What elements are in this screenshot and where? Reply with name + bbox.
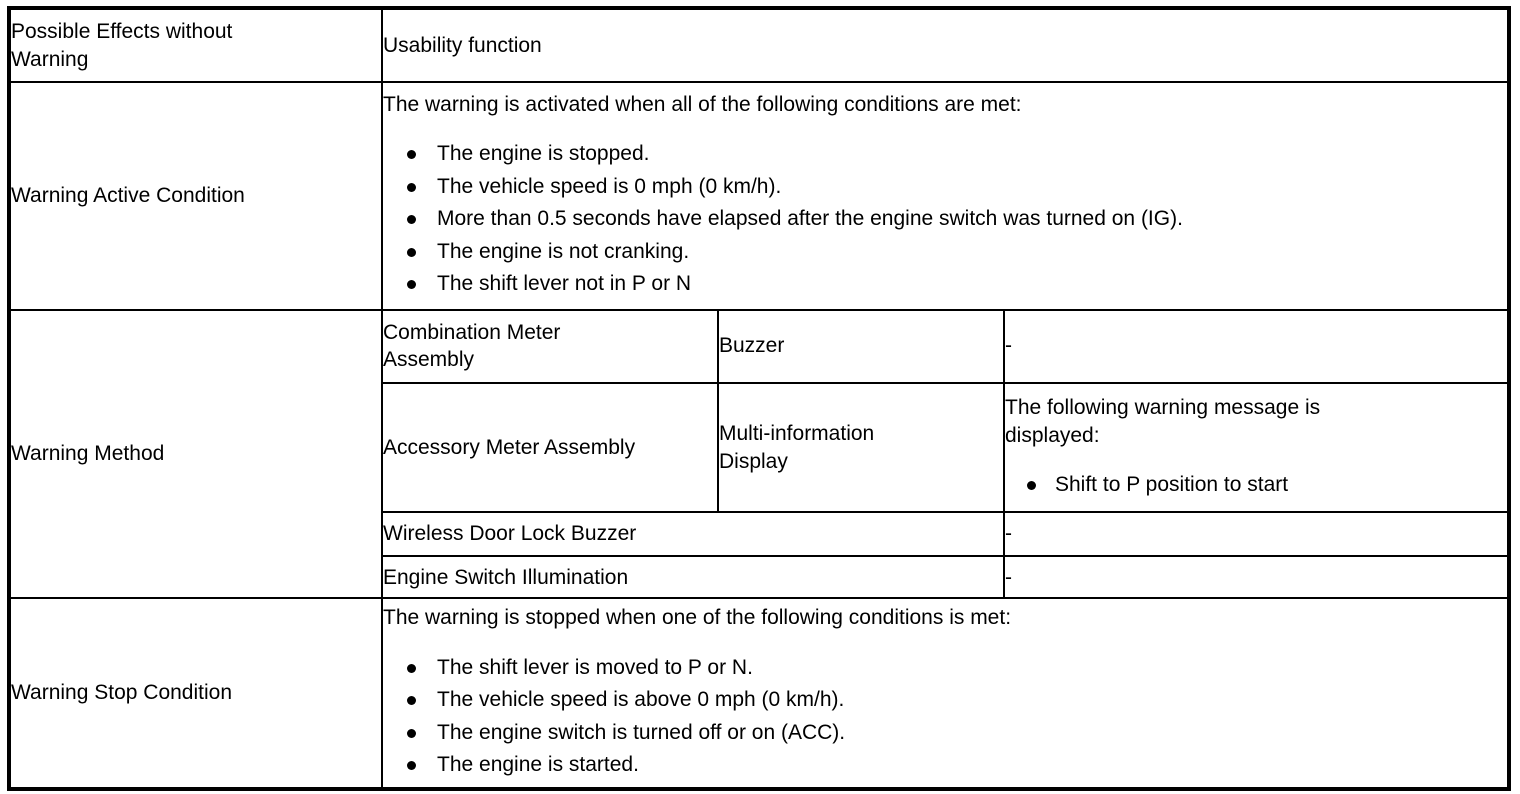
table-row-warning-method-accessory-meter: Accessory Meter Assembly Multi-informati… xyxy=(9,381,1511,514)
cell-possible-effects-value: Usability function xyxy=(380,6,1511,84)
warning-message-list: Shift to P position to start xyxy=(1005,469,1507,502)
table-row-warning-method-wireless-door-lock-buzzer: Wireless Door Lock Buzzer - xyxy=(9,511,1511,558)
list-item: The shift lever is moved to P or N. xyxy=(383,652,1507,685)
warning-stop-intro-text: The warning is stopped when one of the f… xyxy=(383,606,1012,630)
cell-device-multi-information-display: Multi-information Display xyxy=(717,381,1005,514)
list-item: More than 0.5 seconds have elapsed after… xyxy=(383,203,1507,236)
row-label-warning-active-condition: Warning Active Condition xyxy=(8,81,383,311)
table-row-warning-method-combination-meter: Warning Method Combination Meter Assembl… xyxy=(8,308,1511,600)
row-label-warning-stop-condition: Warning Stop Condition xyxy=(8,597,383,790)
cell-component-combination-meter-assembly: Combination Meter Assembly xyxy=(381,308,719,384)
list-item: The engine is started. xyxy=(383,749,1507,782)
warning-active-intro-text: The warning is activated when all of the… xyxy=(383,92,1022,116)
warning-active-condition-list: The engine is stopped. The vehicle speed… xyxy=(383,138,1507,301)
row-label-warning-method: Warning Method xyxy=(8,308,383,600)
cell-warning-active-condition-content: The warning is activated when all of the… xyxy=(380,81,1511,311)
warning-message-intro-text: The following warning message is display… xyxy=(1005,395,1321,448)
list-item: The shift lever not in P or N xyxy=(383,268,1507,301)
cell-detail-engine-switch-illumination: - xyxy=(1002,555,1511,600)
cell-component-wireless-door-lock-buzzer: Wireless Door Lock Buzzer xyxy=(381,511,1005,558)
list-item: The vehicle speed is above 0 mph (0 km/h… xyxy=(383,684,1507,717)
row-label-possible-effects: Possible Effects without Warning xyxy=(8,6,383,84)
cell-detail-wireless-door-lock-buzzer: - xyxy=(1002,511,1511,558)
warning-stop-condition-list: The shift lever is moved to P or N. The … xyxy=(383,652,1507,782)
cell-device-buzzer: Buzzer xyxy=(717,308,1005,384)
cell-detail-combination-meter-buzzer: - xyxy=(1002,308,1511,384)
table-row-possible-effects: Possible Effects without Warning Usabili… xyxy=(8,6,1511,84)
cell-component-accessory-meter-assembly: Accessory Meter Assembly xyxy=(381,381,719,514)
list-item: The vehicle speed is 0 mph (0 km/h). xyxy=(383,171,1507,204)
list-item: Shift to P position to start xyxy=(1005,469,1507,502)
table-row-warning-active-condition: Warning Active Condition The warning is … xyxy=(8,81,1511,311)
cell-component-engine-switch-illumination: Engine Switch Illumination xyxy=(381,555,1005,600)
list-item: The engine switch is turned off or on (A… xyxy=(383,717,1507,750)
cell-detail-warning-message: The following warning message is display… xyxy=(1002,381,1511,514)
table-row-warning-stop-condition: Warning Stop Condition The warning is st… xyxy=(8,597,1511,790)
cell-warning-stop-condition-content: The warning is stopped when one of the f… xyxy=(380,597,1511,790)
warning-specification-table: Possible Effects without Warning Usabili… xyxy=(7,6,1512,791)
list-item: The engine is not cranking. xyxy=(383,236,1507,269)
list-item: The engine is stopped. xyxy=(383,138,1507,171)
table-row-warning-method-engine-switch-illumination: Engine Switch Illumination - xyxy=(9,555,1511,600)
